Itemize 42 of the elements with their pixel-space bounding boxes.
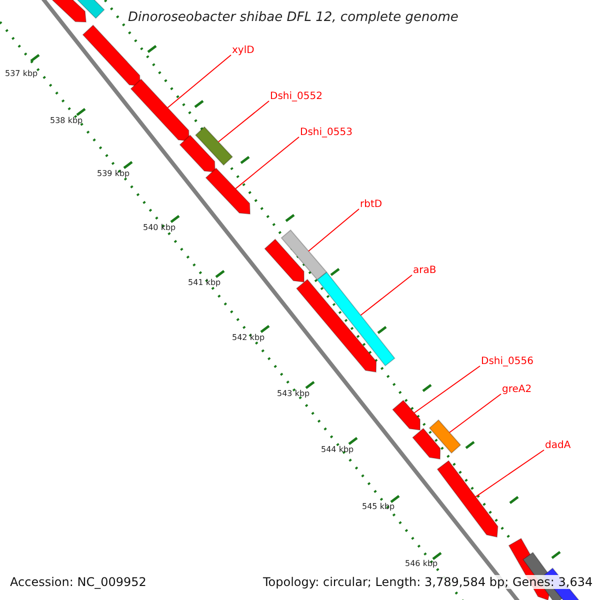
scale-label: 538 kbp bbox=[50, 117, 83, 125]
gene-feature bbox=[179, 134, 216, 173]
gene-label: dadA bbox=[545, 441, 571, 451]
gene-feature bbox=[392, 400, 420, 431]
gene-block bbox=[280, 229, 328, 281]
gene-label: Dshi_0556 bbox=[481, 357, 534, 367]
gene-label: greA2 bbox=[502, 385, 532, 395]
leader-line bbox=[235, 136, 300, 190]
scale-label: 546 kbp bbox=[405, 560, 438, 568]
gene-block bbox=[428, 419, 462, 454]
scale-label: 537 kbp bbox=[5, 70, 38, 78]
leader-line bbox=[475, 450, 544, 498]
gene-label: Dshi_0552 bbox=[270, 92, 322, 102]
gene-label: rbtD bbox=[360, 200, 382, 210]
leader-line bbox=[218, 100, 270, 142]
gene-feature bbox=[296, 278, 377, 373]
scale-label: 544 kbp bbox=[321, 446, 354, 454]
leader-line bbox=[308, 208, 360, 252]
scale-label: 540 kbp bbox=[143, 224, 176, 232]
gene-label: Dshi_0553 bbox=[300, 128, 352, 138]
gene-block bbox=[194, 126, 234, 166]
gene-label: araB bbox=[413, 266, 436, 276]
info-text: Accession: NC_009952 bbox=[8, 575, 148, 589]
scale-label: 539 kbp bbox=[97, 170, 130, 178]
leader-line bbox=[360, 274, 412, 316]
leader-line bbox=[167, 54, 232, 108]
gene-feature bbox=[412, 428, 441, 460]
gene-feature bbox=[205, 168, 251, 215]
gene-feature bbox=[82, 24, 141, 87]
gene-feature bbox=[130, 78, 190, 142]
info-text: Topology: circular; Length: 3,789,584 bp; Genes: 3,634 bbox=[261, 575, 595, 589]
scale-label: 541 kbp bbox=[188, 279, 221, 287]
leader-line bbox=[449, 394, 502, 434]
leader-line bbox=[414, 366, 480, 414]
diagram-title: Dinoroseobacter shibae DFL 12, complete genome bbox=[128, 11, 458, 24]
gene-feature bbox=[436, 460, 498, 538]
scale-label: 543 kbp bbox=[277, 390, 310, 398]
scale-label: 542 kbp bbox=[232, 334, 265, 342]
scale-label: 545 kbp bbox=[362, 503, 395, 511]
gene-block bbox=[316, 272, 396, 366]
gene-label: xylD bbox=[232, 46, 254, 56]
gene-feature bbox=[264, 238, 304, 283]
